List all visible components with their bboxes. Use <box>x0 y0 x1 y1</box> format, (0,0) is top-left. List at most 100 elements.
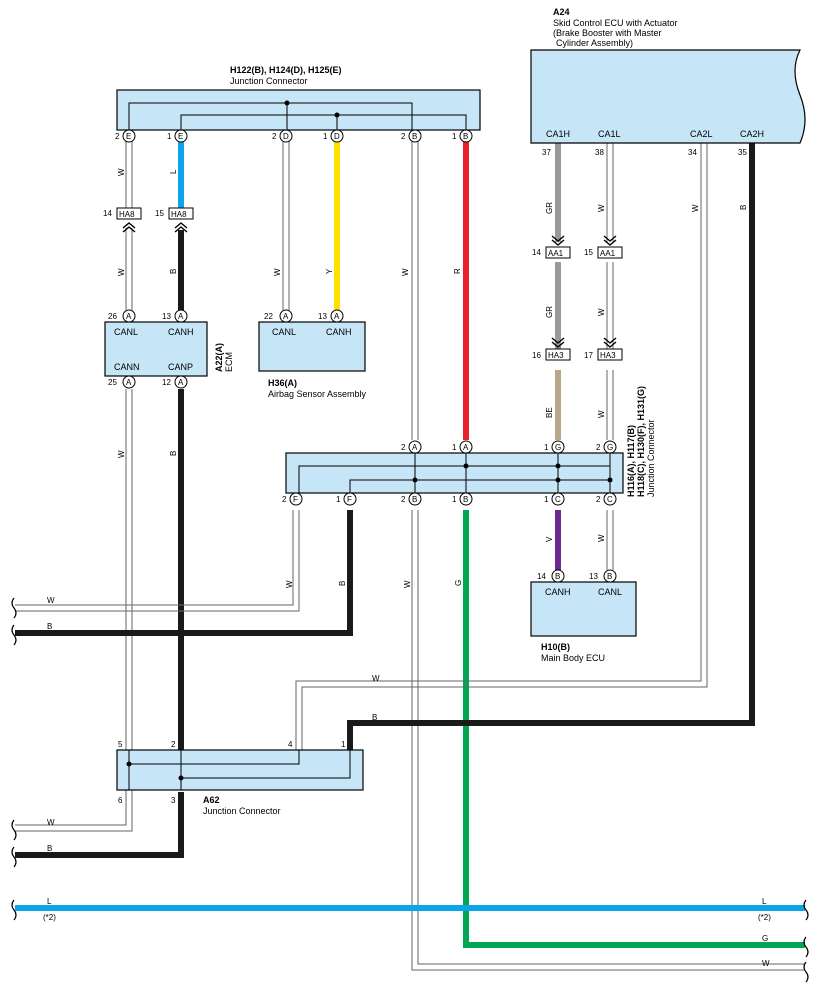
svg-text:2: 2 <box>115 132 120 141</box>
svg-text:B: B <box>739 205 748 210</box>
a24-line1: Skid Control ECU with Actuator <box>553 18 678 28</box>
svg-text:W: W <box>47 596 55 605</box>
h122-subtitle: Junction Connector <box>230 76 308 86</box>
ecm-term-canh: CANH <box>168 327 194 337</box>
connector-ha8-14: 14 HA8 <box>103 207 142 233</box>
ecm-subtitle: ECM <box>224 352 234 372</box>
a62-pin-4: 4 <box>288 740 293 749</box>
airbag-subtitle: Airbag Sensor Assembly <box>268 389 367 399</box>
a24-skid-control-ecu <box>530 49 806 144</box>
svg-text:D: D <box>334 132 340 141</box>
ecm-term-canl: CANL <box>114 327 138 337</box>
svg-text:G: G <box>555 443 561 452</box>
a62-pin-5: 5 <box>118 740 123 749</box>
svg-text:W: W <box>273 268 282 276</box>
svg-text:A: A <box>412 443 418 452</box>
svg-text:14: 14 <box>103 209 112 218</box>
svg-text:2: 2 <box>401 132 406 141</box>
svg-text:W: W <box>403 580 412 588</box>
svg-text:15: 15 <box>584 248 593 257</box>
h116-subtitle: Junction Connector <box>646 419 656 497</box>
svg-text:AA1: AA1 <box>548 249 564 258</box>
svg-text:2: 2 <box>596 443 601 452</box>
airbag-title: H36(A) <box>268 378 297 388</box>
svg-text:W: W <box>762 959 770 968</box>
svg-text:HA3: HA3 <box>548 351 564 360</box>
connector-aa1-15: 15 AA1 <box>584 235 623 259</box>
svg-text:17: 17 <box>584 351 593 360</box>
svg-text:D: D <box>283 132 289 141</box>
svg-text:13: 13 <box>318 312 327 321</box>
ecm-term-canp: CANP <box>168 362 193 372</box>
airbag-term-canh: CANH <box>326 327 352 337</box>
wire-black-ca2h <box>347 143 755 750</box>
svg-text:1: 1 <box>544 443 549 452</box>
a62-pin-6: 6 <box>118 796 123 805</box>
svg-text:A: A <box>126 378 132 387</box>
svg-text:2: 2 <box>401 495 406 504</box>
a62-pin-3: 3 <box>171 796 176 805</box>
wires <box>15 138 805 971</box>
svg-text:HA8: HA8 <box>119 210 135 219</box>
svg-text:26: 26 <box>108 312 117 321</box>
svg-text:B: B <box>555 572 560 581</box>
svg-text:1: 1 <box>452 495 457 504</box>
svg-text:GR: GR <box>545 306 554 318</box>
a24-term-ca2l: CA2L <box>690 129 713 139</box>
svg-text:L: L <box>169 169 178 174</box>
a24-pin-38: 38 <box>595 148 604 157</box>
svg-text:L: L <box>47 897 52 906</box>
connector-ha3-16: 16 HA3 <box>532 337 571 361</box>
svg-text:B: B <box>463 495 468 504</box>
h116-title1: H116(A), H117(B) <box>626 425 636 497</box>
svg-text:E: E <box>126 132 131 141</box>
svg-text:W: W <box>117 450 126 458</box>
a24-line3: Cylinder Assembly) <box>556 38 633 48</box>
break-marks <box>11 597 809 983</box>
svg-text:(*2): (*2) <box>43 913 56 922</box>
svg-text:C: C <box>607 495 613 504</box>
svg-text:W: W <box>691 204 700 212</box>
svg-text:BE: BE <box>545 407 554 418</box>
svg-text:15: 15 <box>155 209 164 218</box>
svg-text:W: W <box>401 268 410 276</box>
svg-text:V: V <box>545 536 554 542</box>
svg-text:(*2): (*2) <box>758 913 771 922</box>
svg-text:1: 1 <box>452 443 457 452</box>
svg-text:W: W <box>372 674 380 683</box>
svg-text:1: 1 <box>336 495 341 504</box>
svg-text:B: B <box>47 622 52 631</box>
svg-text:B: B <box>372 713 377 722</box>
wire-black-canp <box>15 389 184 858</box>
svg-text:W: W <box>597 410 606 418</box>
svg-text:A: A <box>178 378 184 387</box>
a62-title: A62 <box>203 795 220 805</box>
connector-ha8-15: 15 HA8 <box>155 207 194 233</box>
ecm-title: A22(A) <box>214 343 224 372</box>
svg-text:1: 1 <box>452 132 457 141</box>
svg-text:A: A <box>178 312 184 321</box>
svg-text:14: 14 <box>532 248 541 257</box>
wire-green <box>463 510 805 948</box>
svg-text:B: B <box>169 269 178 274</box>
airbag-term-canl: CANL <box>272 327 296 337</box>
svg-text:HA8: HA8 <box>171 210 187 219</box>
